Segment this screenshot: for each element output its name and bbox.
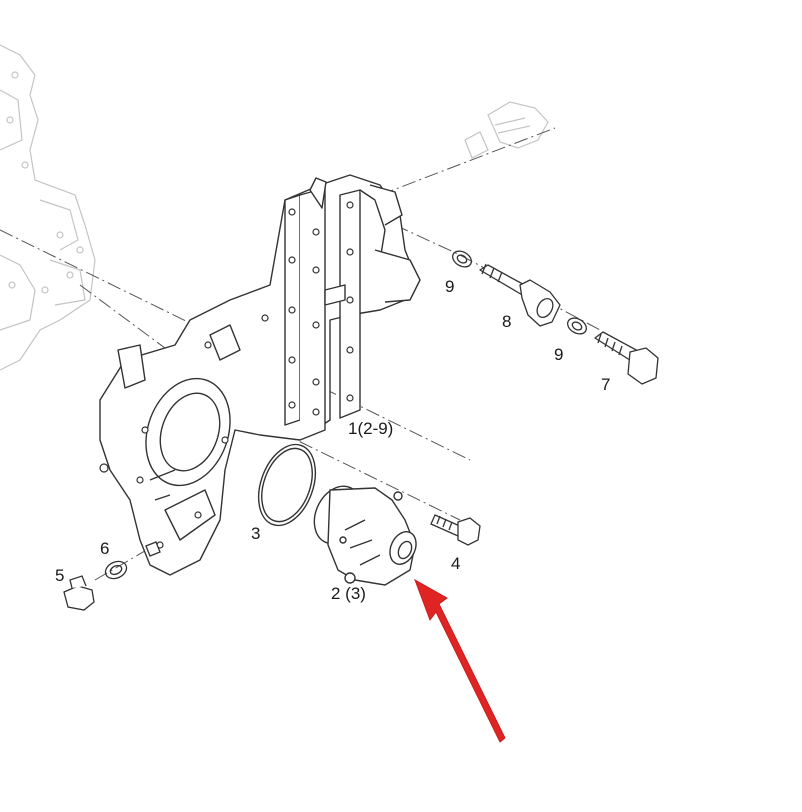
callout-part-7: 7 (601, 375, 611, 394)
plug-6 (145, 541, 161, 557)
gear-housing (99, 174, 421, 576)
callout-part-4: 4 (451, 554, 461, 573)
housing-bolt-holes (99, 201, 354, 549)
water-pump (313, 485, 417, 586)
callout-part-9-upper: 9 (445, 277, 455, 296)
red-pointer-arrow (414, 578, 506, 743)
bolt-7 (594, 331, 659, 385)
callout-part-3: 3 (251, 524, 261, 543)
washer-9-lower (567, 317, 587, 335)
callout-part-6: 6 (100, 539, 110, 558)
callout-part-8: 8 (502, 312, 512, 331)
bolt-5 (63, 575, 95, 611)
callout-part-9-lower: 9 (554, 345, 564, 364)
callout-part-1: 1(2-9) (348, 419, 394, 438)
engine-block-background (0, 44, 96, 371)
banjo-bolt-8 (479, 263, 561, 327)
seal-ring (257, 443, 317, 527)
washer-9-upper (452, 250, 472, 268)
callout-part-2: 2 (3) (331, 584, 366, 603)
thermostat-faded (464, 101, 549, 159)
callout-part-5: 5 (55, 566, 65, 585)
washer-6 (104, 560, 128, 580)
bolt-4 (430, 514, 481, 546)
